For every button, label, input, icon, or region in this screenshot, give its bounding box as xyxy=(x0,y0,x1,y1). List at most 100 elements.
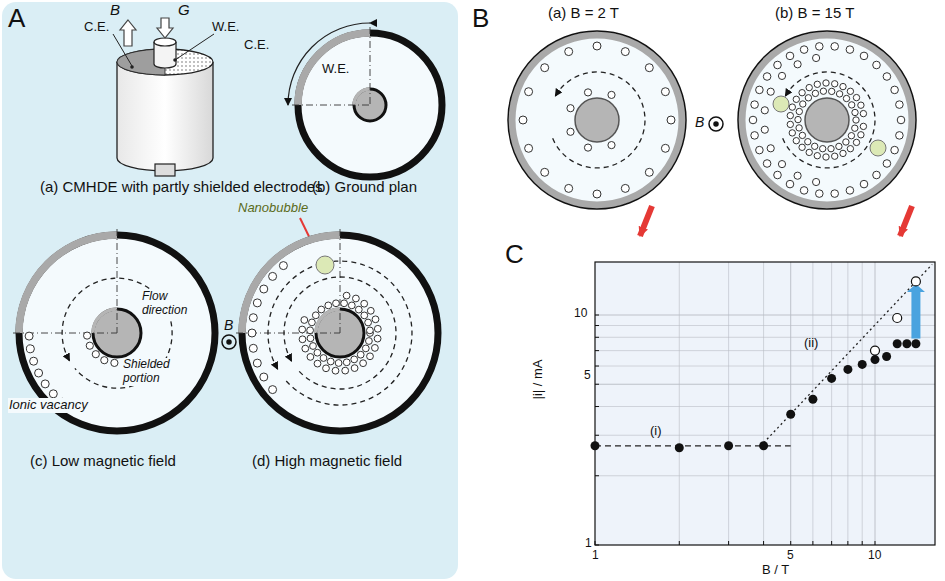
ionic-vacancy xyxy=(353,295,360,302)
ionic-vacancy xyxy=(253,299,261,307)
data-point xyxy=(871,355,880,364)
ionic-vacancy xyxy=(831,43,839,51)
ionic-vacancy xyxy=(25,332,33,340)
ionic-vacancy xyxy=(253,359,261,367)
ionic-vacancy xyxy=(828,146,834,152)
ionic-vacancy xyxy=(307,335,314,342)
nanobubble xyxy=(316,256,334,274)
tick xyxy=(862,541,863,545)
axis-line xyxy=(117,229,118,333)
ionic-vacancy xyxy=(813,178,820,185)
ionic-vacancy xyxy=(309,319,316,326)
ionic-vacancy xyxy=(761,126,768,133)
ionic-vacancy xyxy=(565,48,573,56)
ionic-vacancy xyxy=(260,373,268,381)
ionic-vacancy xyxy=(318,306,325,313)
ionic-vacancy xyxy=(299,326,306,333)
data-point xyxy=(911,339,920,348)
ionic-vacancy xyxy=(763,160,771,168)
ionic-vacancy xyxy=(593,42,601,50)
ionic-vacancy xyxy=(343,359,350,366)
ionic-vacancy xyxy=(35,369,43,377)
tick xyxy=(595,337,599,338)
ionic-vacancy xyxy=(873,171,881,179)
figure-label: 10 xyxy=(574,307,587,321)
ionic-vacancy xyxy=(608,142,615,149)
panel-letter: B xyxy=(472,4,489,34)
ionic-vacancy xyxy=(860,110,866,116)
ionic-vacancy xyxy=(361,300,368,307)
ionic-vacancy xyxy=(367,307,374,314)
ionic-vacancy xyxy=(361,312,368,319)
figure-label: W.E. xyxy=(322,62,349,77)
ionic-vacancy xyxy=(793,96,799,102)
ionic-vacancy xyxy=(789,104,795,110)
solution-area xyxy=(512,35,682,205)
ionic-vacancy xyxy=(608,91,615,98)
ionic-vacancy xyxy=(816,190,824,198)
ionic-vacancy xyxy=(372,316,379,323)
ionic-vacancy xyxy=(774,61,782,69)
ionic-vacancy xyxy=(374,335,381,342)
tick xyxy=(595,384,599,385)
ionic-vacancy xyxy=(796,108,802,114)
ionic-vacancy xyxy=(30,357,38,365)
grid-line xyxy=(595,406,935,407)
axis-line xyxy=(292,105,370,106)
ionic-vacancy xyxy=(823,80,829,86)
ionic-vacancy xyxy=(789,130,795,136)
ionic-vacancy xyxy=(840,150,846,156)
figure-label: (a) CMHDE with partly shielded electrode… xyxy=(40,178,323,195)
ionic-vacancy xyxy=(332,367,339,374)
ionic-vacancy xyxy=(829,88,835,94)
flow-arrow xyxy=(68,357,70,360)
ionic-vacancy xyxy=(778,161,785,168)
grid-line xyxy=(875,262,876,545)
axis-line xyxy=(340,229,341,333)
ionic-vacancy xyxy=(787,112,793,118)
ionic-vacancy xyxy=(327,358,334,365)
ionic-vacancy xyxy=(541,168,549,176)
figure-label: (b) Ground plan xyxy=(312,178,417,195)
ionic-vacancy xyxy=(796,125,802,131)
ionic-vacancy xyxy=(853,94,859,100)
panel-a-ground xyxy=(2,2,458,579)
grid-line xyxy=(595,350,935,351)
ionic-vacancy xyxy=(832,153,838,159)
ionic-vacancy xyxy=(343,292,350,299)
ionic-vacancy xyxy=(362,345,369,352)
ionic-vacancy xyxy=(816,43,824,51)
ionic-vacancy xyxy=(661,88,669,96)
ionic-vacancy xyxy=(763,73,771,81)
figure-label: W.E. xyxy=(212,20,239,35)
ionic-vacancy xyxy=(891,146,899,154)
ionic-vacancy xyxy=(301,317,308,324)
ionic-vacancy xyxy=(367,353,374,360)
figure-label: G xyxy=(178,1,190,18)
increase-arrow xyxy=(911,292,920,339)
flow-path xyxy=(552,72,645,168)
ionic-vacancy xyxy=(883,160,891,168)
ionic-vacancy xyxy=(49,390,57,398)
figure-label: C.E. xyxy=(84,20,109,35)
ionic-vacancy xyxy=(832,81,838,87)
data-point xyxy=(858,360,867,369)
ionic-vacancy xyxy=(860,52,868,60)
flow-arrow xyxy=(290,358,292,362)
ionic-vacancy xyxy=(314,349,321,356)
data-point xyxy=(675,443,684,452)
ionic-vacancy xyxy=(820,88,826,94)
tick xyxy=(812,541,813,545)
figure-label: (a) B = 2 T xyxy=(548,4,619,21)
ionic-vacancy xyxy=(565,184,573,192)
ionic-vacancy xyxy=(342,367,349,374)
ionic-vacancy xyxy=(749,116,757,124)
ionic-vacancy xyxy=(525,88,533,96)
flow-arrow xyxy=(785,93,787,96)
data-point xyxy=(786,410,795,419)
ionic-vacancy xyxy=(858,132,864,138)
figure-label: Nanobubble xyxy=(238,201,308,216)
ionic-vacancy xyxy=(843,95,849,101)
ionic-vacancy xyxy=(367,327,374,334)
